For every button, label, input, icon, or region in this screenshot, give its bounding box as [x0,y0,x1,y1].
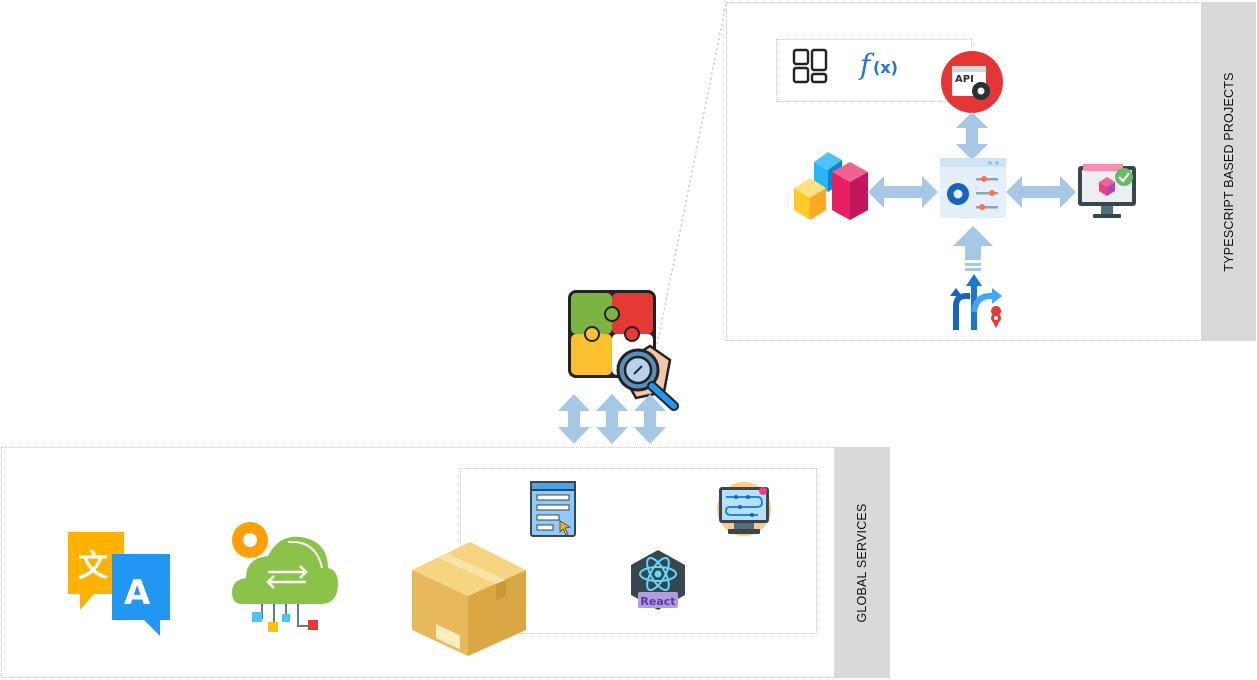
arrow-config-to-monitor [1006,176,1076,208]
svg-text:文: 文 [78,549,108,584]
arrow-puzzle-down-1 [558,394,590,444]
global-services-label: GLOBAL SERVICES [855,502,869,623]
widgets-icon[interactable] [792,48,828,84]
puzzle-search-icon[interactable] [566,288,688,414]
svg-text:React: React [640,595,675,608]
api-settings-icon[interactable]: API [940,50,1004,114]
blocks-icon[interactable] [794,148,868,222]
package-box-icon[interactable] [410,540,528,658]
arrow-api-to-config [956,112,988,160]
web-form-icon[interactable] [530,481,578,539]
typescript-label: TYPESCRIPT BASED PROJECTS [1221,71,1236,272]
global-services-label-bar: GLOBAL SERVICES [834,447,890,678]
typescript-label-bar: TYPESCRIPT BASED PROJECTS [1201,2,1256,341]
svg-text:(x): (x) [873,58,898,77]
cloud-sync-icon[interactable] [228,518,340,634]
svg-text:A: A [124,573,151,613]
arrow-puzzle-down-2 [596,394,628,444]
translate-icon[interactable]: 文 A [64,530,172,638]
arrow-puzzle-down-3 [634,394,666,444]
routing-icon[interactable] [946,272,1006,332]
arrow-blocks-to-config [868,176,938,208]
config-panel-icon[interactable] [940,158,1006,218]
svg-text:API: API [955,74,974,85]
arrow-routing-to-config [953,226,993,271]
react-icon[interactable]: React [627,548,689,612]
workflow-monitor-icon[interactable] [716,481,772,537]
function-icon[interactable]: f (x) [858,46,904,84]
monitor-3d-icon[interactable] [1077,162,1139,222]
